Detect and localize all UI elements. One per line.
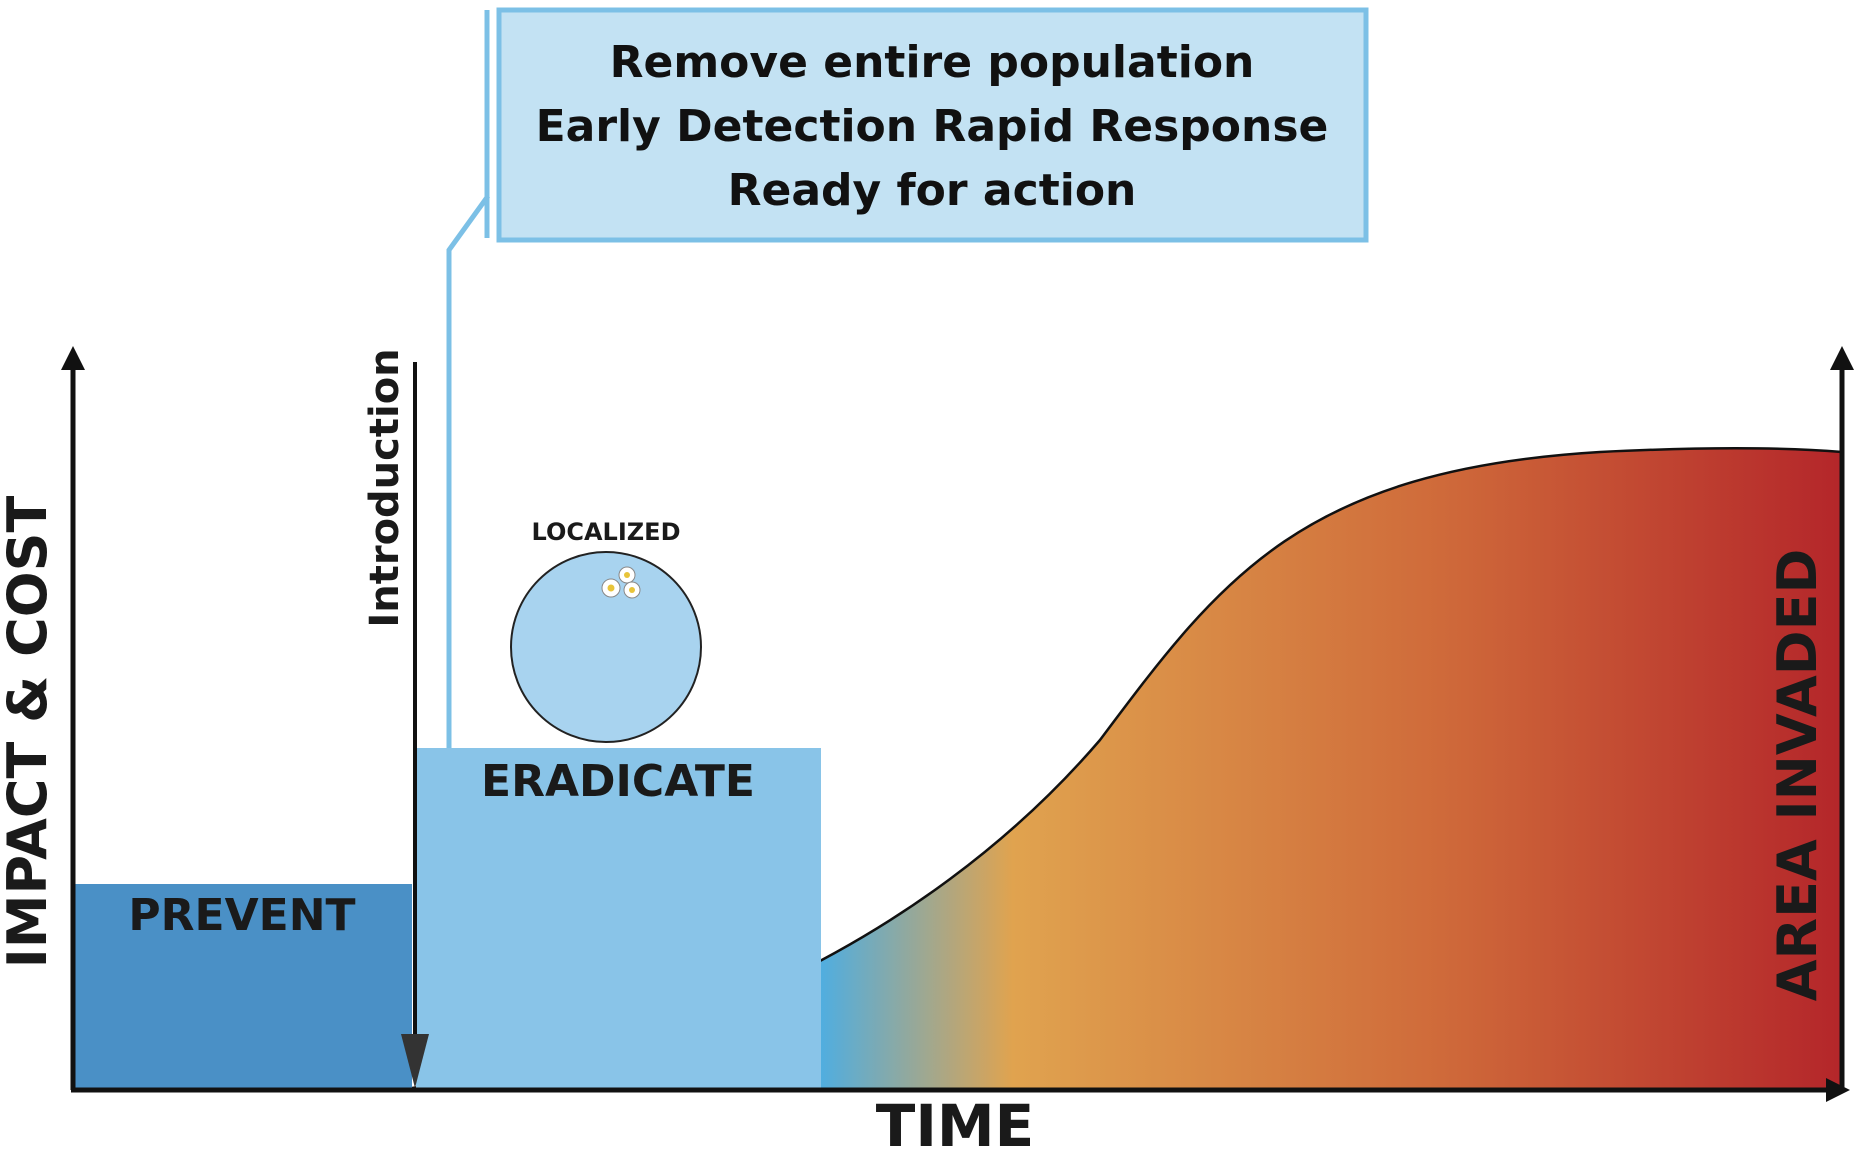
y-axis-label: IMPACT & COST <box>0 496 59 969</box>
daisy-flowers-icon <box>601 566 641 599</box>
y-axis-arrow-head <box>61 346 85 370</box>
x-axis-arrow-head <box>1826 1078 1850 1102</box>
callout-line-3: Ready for action <box>728 165 1137 216</box>
callout-line-1: Remove entire population <box>610 37 1255 88</box>
right-axis-label: AREA INVADED <box>1766 549 1829 1002</box>
localized-label: LOCALIZED <box>532 518 681 546</box>
callout-line-2: Early Detection Rapid Response <box>536 101 1329 152</box>
introduction-arrow-head <box>401 1034 429 1088</box>
right-axis-arrow-head <box>1830 346 1854 370</box>
prevent-box <box>73 884 412 1088</box>
eradicate-box <box>416 748 821 1088</box>
callout-box <box>496 7 1369 243</box>
introduction-label: Introduction <box>362 348 408 627</box>
invasion-curve-area <box>412 448 1842 1090</box>
callout-connector <box>446 194 491 748</box>
eradicate-label: ERADICATE <box>481 756 755 807</box>
prevent-label: PREVENT <box>128 890 355 941</box>
x-axis-label: TIME <box>876 1092 1034 1154</box>
localized-circle <box>510 551 702 743</box>
